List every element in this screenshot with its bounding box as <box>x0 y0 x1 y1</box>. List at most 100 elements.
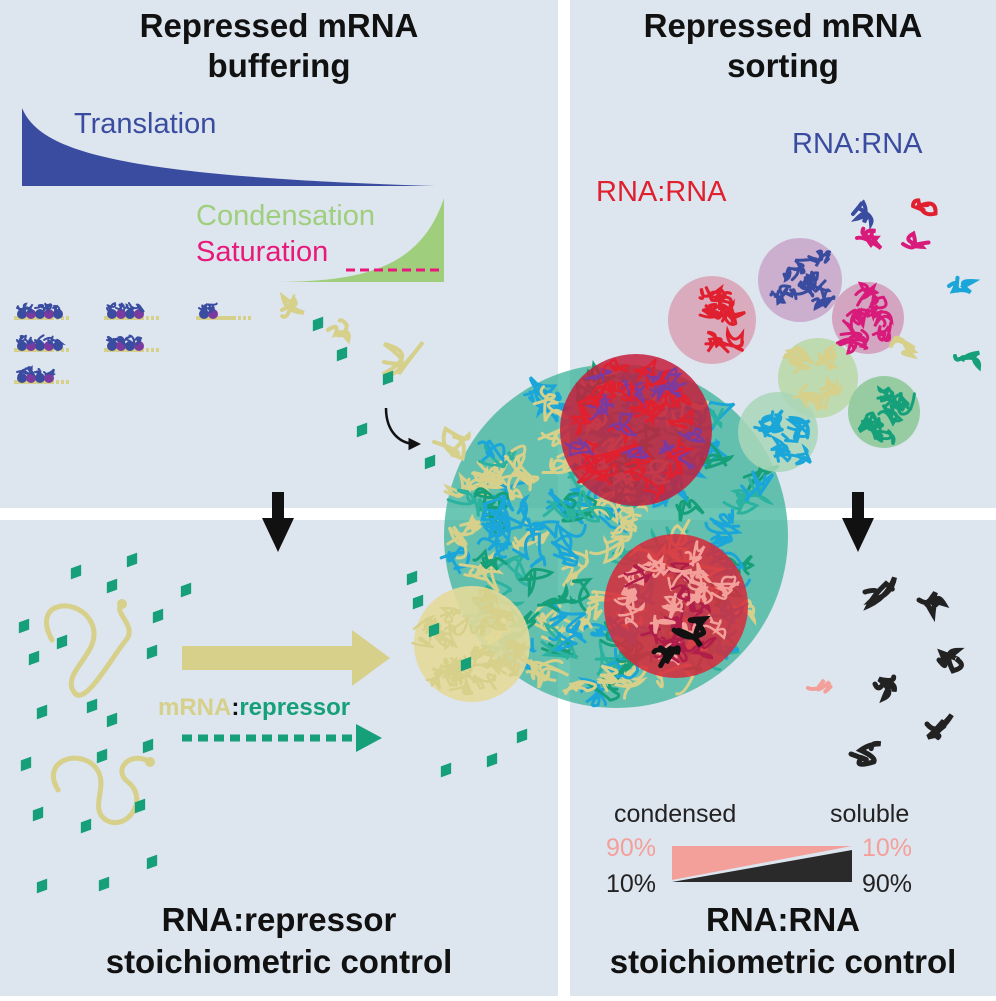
title-buffering-line2: buffering <box>207 47 351 84</box>
repressor-diamond <box>56 634 68 650</box>
condensate-rna <box>675 496 705 522</box>
condensate-rna <box>472 487 510 513</box>
condensate-rna <box>591 380 618 404</box>
repressor-diamond <box>428 622 440 638</box>
condensate-rna <box>599 449 624 464</box>
repressor-diamond <box>70 564 82 580</box>
ratio-label: mRNA:repressor <box>158 694 350 722</box>
condensate-rna <box>542 499 577 522</box>
soluble-rna-black <box>862 576 897 611</box>
condensate-rna <box>488 481 527 515</box>
condensate-rna <box>601 358 630 374</box>
droplet-rna <box>889 392 916 416</box>
repressor-diamond <box>80 818 92 834</box>
condensate-mrna <box>471 587 498 607</box>
repressor-diamond <box>32 806 44 822</box>
repressor-diamond <box>152 608 164 624</box>
condensate-rna <box>589 534 625 565</box>
title-buffering-line1: Repressed mRNA <box>139 7 419 44</box>
nascent-peptide <box>25 336 33 347</box>
condensate-rna <box>649 614 676 634</box>
condensate-rna <box>684 540 706 567</box>
ribosome <box>17 341 27 351</box>
droplet-rna <box>806 279 832 299</box>
condensate-rna <box>722 488 760 515</box>
condensate-mrna <box>476 594 499 616</box>
nascent-peptide <box>43 302 53 313</box>
condensate-mrna <box>411 636 435 649</box>
condensate-rna <box>665 436 695 463</box>
condensate-rna <box>472 548 508 571</box>
soluble-rna-black <box>651 645 681 669</box>
condensed-top-percent: 90% <box>606 834 657 862</box>
soluble-rna-black <box>916 591 950 623</box>
condensate-mrna <box>443 614 470 637</box>
droplet-rna <box>704 302 726 323</box>
repressor-diamond <box>20 756 32 772</box>
condensate-mrna <box>326 318 351 345</box>
condensate-rna <box>672 621 699 639</box>
repressor-diamond <box>356 422 368 438</box>
nascent-peptide <box>32 334 45 346</box>
nascent-peptide <box>43 368 56 376</box>
condensate-rna <box>552 548 579 567</box>
condensate-rna <box>683 562 713 584</box>
condensate-rna <box>549 599 587 634</box>
saturation-label: Saturation <box>196 236 329 268</box>
ratio-colon: : <box>231 694 240 721</box>
condensate-rna <box>643 369 671 391</box>
nascent-peptide <box>133 336 143 346</box>
free-mrna-strands <box>44 599 155 825</box>
rna-rna-blue-label: RNA:RNA <box>792 128 923 160</box>
droplet-rna <box>770 286 798 304</box>
repressor-molecules <box>18 316 528 894</box>
condensate-rna <box>704 508 743 535</box>
condensed-label: condensed <box>614 800 737 828</box>
repressor-diamond <box>312 316 324 332</box>
condensate-rna <box>596 664 619 693</box>
soluble-rnas <box>806 576 965 767</box>
title-rnarna-line1: RNA:RNA <box>706 901 860 938</box>
condensate-rna <box>623 465 644 481</box>
condensed-bottom-percent: 10% <box>606 870 657 898</box>
condensate-rna <box>606 381 636 400</box>
repressor-diamond <box>36 704 48 720</box>
nascent-peptide <box>16 302 28 312</box>
ratio-repressor: repressor <box>239 694 351 721</box>
condensate-mrna <box>469 616 492 637</box>
nascent-peptide <box>16 334 28 343</box>
droplet-rna <box>790 345 814 365</box>
title-repressor-line2: stoichiometric control <box>105 943 453 980</box>
condensate-mrna <box>463 645 488 661</box>
droplet-rna <box>811 295 836 312</box>
condensate-rna <box>503 444 534 477</box>
condensate-rna <box>665 445 696 470</box>
condensate-mrna <box>381 340 425 378</box>
soluble-rna-black <box>936 647 965 674</box>
condensate-rna <box>512 473 540 492</box>
condensate-rna <box>677 427 707 443</box>
condensate-rna <box>439 546 471 574</box>
repressor-diamond <box>336 346 348 362</box>
condensate-rna <box>608 412 637 437</box>
droplet-rna <box>698 303 719 319</box>
nascent-peptide <box>198 303 208 314</box>
droplet-rna <box>712 298 736 324</box>
down-arrow-right <box>842 492 874 552</box>
droplet-rna <box>842 307 865 333</box>
title-rnarna-line2: stoichiometric control <box>609 943 957 980</box>
condensate-rna <box>740 470 775 503</box>
translation-label: Translation <box>74 108 217 140</box>
repressor-diamond <box>460 656 472 672</box>
condensate-rna <box>459 513 482 536</box>
condensate-rna <box>632 358 662 381</box>
nascent-peptide <box>25 303 35 314</box>
condensate-rna <box>614 661 649 683</box>
repressor-diamond <box>406 570 418 586</box>
condensate-rna <box>591 461 618 486</box>
condensate-rna <box>630 399 660 427</box>
droplet-rna <box>888 392 913 412</box>
soluble-rna-black <box>924 713 954 741</box>
ribosome <box>44 373 54 383</box>
free-rna <box>947 275 981 295</box>
